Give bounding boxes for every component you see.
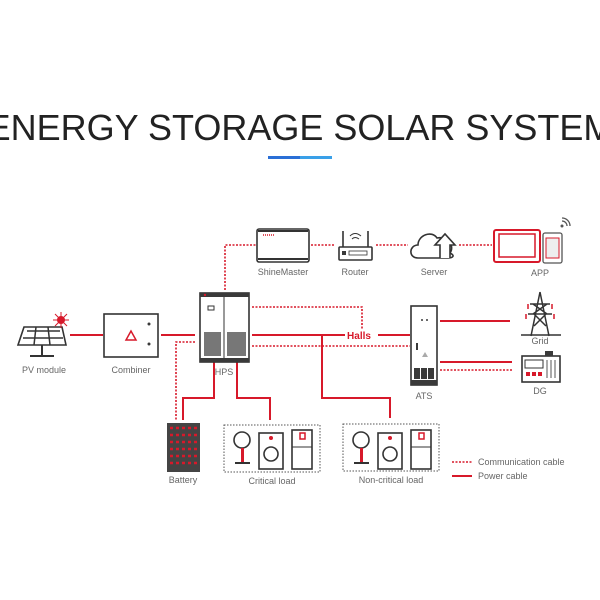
hps-cabinet-icon (199, 292, 250, 363)
page-title: ENERGY STORAGE SOLAR SYSTEM (0, 107, 600, 148)
wifi-icon (560, 217, 571, 228)
router-label: Router (341, 267, 368, 277)
grid-label: Grid (531, 336, 548, 346)
hps-label: HPS (215, 367, 234, 377)
fan-icon (352, 431, 370, 464)
communication-cables (175, 244, 512, 420)
refrigerator-icon (410, 429, 432, 470)
title-underline-right (300, 156, 332, 159)
legend-communication-label: Communication cable (478, 457, 565, 467)
ats-cabinet-icon (410, 305, 438, 386)
legend-power-label: Power cable (478, 471, 528, 481)
combiner-icon (103, 313, 159, 358)
title-underline-left (268, 156, 300, 159)
legend: Communication cable Power cable (452, 457, 565, 481)
power-cables (70, 320, 512, 420)
non-critical-load-label: Non-critical load (359, 475, 424, 485)
router-icon (338, 231, 373, 261)
server-label: Server (421, 267, 448, 277)
battery-label: Battery (169, 475, 198, 485)
halls-label: Halls (347, 331, 371, 342)
critical-load-label: Critical load (248, 476, 295, 486)
combiner-label: Combiner (111, 365, 150, 375)
grid-tower-icon (521, 291, 561, 337)
diesel-generator-icon (521, 351, 561, 383)
critical-load-group (223, 424, 321, 473)
pv-module-label: PV module (22, 365, 66, 375)
washing-machine-icon (258, 432, 284, 470)
battery-rack-icon (167, 423, 200, 472)
shinemaster-icon (256, 228, 310, 263)
washing-machine-icon (377, 432, 403, 470)
non-critical-load-group (342, 423, 440, 472)
app-devices-icon (493, 229, 563, 264)
shinemaster-label: ShineMaster (258, 267, 309, 277)
dg-label: DG (533, 386, 547, 396)
ats-label: ATS (416, 391, 433, 401)
cloud-server-icon (410, 232, 457, 259)
app-label: APP (531, 268, 549, 278)
refrigerator-icon (291, 429, 313, 470)
fan-icon (233, 431, 251, 464)
pv-module-icon (16, 312, 69, 357)
